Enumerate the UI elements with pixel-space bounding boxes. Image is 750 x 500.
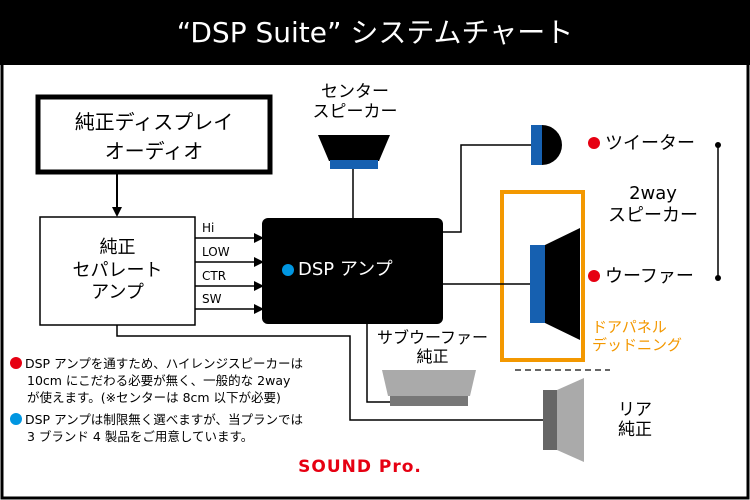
rear-speaker-cone [557,378,584,462]
tweeter-label: ツイーター [605,133,695,154]
title-bar: “DSP Suite” システムチャート [0,0,750,65]
stock-amp-line2: セパレート [72,259,163,281]
dsp-amp-label: DSP アンプ [298,259,393,280]
woofer-red-dot [588,270,600,282]
note-2-line2: 3 ブランド 4 製品をご用意しています。 [27,428,254,444]
bracket-dot-bottom [715,275,721,281]
woofer-label: ウーファー [605,266,694,287]
note-1: DSP アンプを通すため、ハイレンジスピーカーは 10cm にこだわる必要が無く… [10,356,360,407]
amp-to-rear-line [116,325,543,421]
two-way-line1: 2way [629,183,677,204]
door-panel-label: ドアパネル デッドニング [592,318,682,354]
door-panel-line2: デッドニング [592,336,683,354]
note-1-red-dot [10,357,22,369]
bracket-dot-top [715,142,721,148]
note-1-line1: DSP アンプを通すため、ハイレンジスピーカーは [25,356,303,371]
stock-amp-label: 純正 セパレート アンプ [40,217,195,325]
subwoofer-base [390,396,468,406]
center-speaker-shape [318,135,390,161]
channel-label-low: LOW [202,245,230,259]
door-panel-frame [500,190,585,362]
head-unit-line1: 純正ディスプレイ [74,109,234,134]
note-2: DSP アンプは制限無く選べますが、当プランでは 3 ブランド 4 製品をご用意… [10,412,360,446]
tweeter-red-dot [588,137,600,149]
two-way-line2: スピーカー [608,204,698,226]
stock-amp-line1: 純正 [99,237,136,259]
rear-speaker-magnet [543,390,557,450]
dsp-to-subwoofer-line [366,324,390,403]
stock-amp-box [39,216,196,326]
note-2-blue-dot [10,413,22,425]
note-1-line2: 10cm にこだわる必要が無く、一般的な 2way [27,372,291,388]
center-speaker-label: センター スピーカー [300,82,410,123]
subwoofer-line2: 純正 [416,347,449,367]
rear-line2: 純正 [618,420,652,441]
page-title: “DSP Suite” システムチャート [176,16,574,49]
tweeter-magnet [531,125,542,165]
subwoofer-label: サブウーファー 純正 [370,328,495,366]
dsp-amp-box [262,218,443,324]
two-way-label: 2way スピーカー [598,183,708,226]
brand-logo: SOUND Pro. [298,457,422,477]
subwoofer-shape [382,370,476,396]
rear-label: リア 純正 [605,400,665,441]
tweeter-dome [542,125,562,165]
head-unit-label: 純正ディスプレイ オーディオ [40,99,268,170]
center-speaker-magnet [330,160,378,169]
note-2-line1: DSP アンプは制限無く選べますが、当プランでは [25,412,303,427]
woofer-magnet [530,245,545,323]
note-1-line3: が使えます。(※センターは 8cm 以下が必要) [27,389,281,405]
head-unit-box [35,94,273,175]
head-unit-line2: オーディオ [104,138,204,163]
stock-amp-line3: アンプ [91,282,144,304]
center-speaker-line2: スピーカー [312,102,398,123]
channel-label-sw: SW [202,292,222,306]
channel-label-ctr: CTR [202,269,227,283]
dsp-blue-dot [282,264,294,276]
rear-line1: リア [618,400,652,420]
center-speaker-line1: センター [321,82,389,102]
channel-label-hi: Hi [202,221,215,235]
dsp-to-tweeter-line [443,144,531,233]
subwoofer-line1: サブウーファー [376,328,489,347]
woofer-cone [545,228,580,340]
door-panel-line1: ドアパネル [592,318,667,336]
